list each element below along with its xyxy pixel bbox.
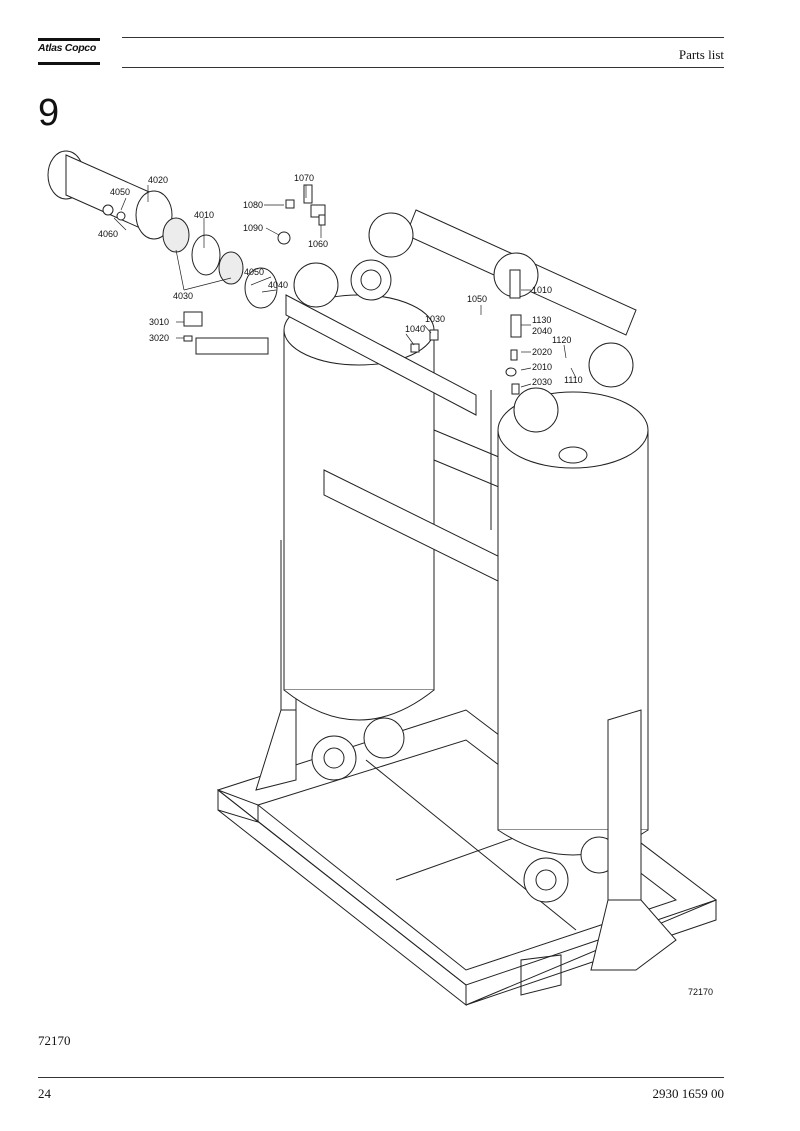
- section-number: 9: [38, 92, 60, 134]
- callout: 4040: [268, 280, 288, 290]
- header-rule-bottom: [122, 67, 724, 68]
- callout: 3010: [149, 317, 169, 327]
- callout: 2030: [532, 377, 552, 387]
- callout: 1050: [467, 294, 487, 304]
- top-piping: [285, 209, 637, 433]
- callout: 4030: [173, 291, 193, 301]
- atlas-copco-logo: Atlas Copco: [38, 38, 100, 68]
- logo-wordmark: Atlas Copco: [38, 42, 96, 54]
- callout: 4050: [244, 267, 264, 277]
- callout: 1040: [405, 324, 425, 334]
- exploded-parts-drawing: 4020 4050 4060 4010 4030 1070 1080 1090 …: [47, 150, 718, 1007]
- page-number: 24: [38, 1086, 51, 1101]
- callout: 1060: [308, 239, 328, 249]
- callout: 1090: [243, 223, 263, 233]
- right-tank: [497, 391, 649, 903]
- callout: 1030: [425, 314, 445, 324]
- inlet-flange-assembly: [47, 150, 278, 309]
- drawing-image-id: 72170: [688, 987, 713, 997]
- callout-labels: 4020 4050 4060 4010 4030 1070 1080 1090 …: [98, 173, 713, 997]
- callout: 4010: [194, 210, 214, 220]
- leader-lines: [113, 185, 577, 388]
- figure-caption: 72170: [38, 1033, 71, 1048]
- callout: 4060: [98, 229, 118, 239]
- callout: 4020: [148, 175, 168, 185]
- callout: 1120: [552, 335, 571, 345]
- callout: 1110: [564, 375, 583, 385]
- callout: 3020: [149, 333, 169, 343]
- logo-bottom-bar: [38, 62, 100, 65]
- callout: 2010: [532, 362, 552, 372]
- callout: 1070: [294, 173, 314, 183]
- logo-top-bar: [38, 38, 100, 41]
- header-title: Parts list: [678, 47, 724, 62]
- header-rule-top: [122, 37, 724, 38]
- small-parts: [183, 184, 522, 395]
- callout: 1010: [532, 285, 552, 295]
- document-number: 2930 1659 00: [652, 1086, 725, 1101]
- callout: 4050: [110, 187, 130, 197]
- right-leg: [590, 709, 677, 971]
- footer-rule: [38, 1077, 724, 1078]
- callout: 1080: [243, 200, 263, 210]
- callout: 2020: [532, 347, 552, 357]
- callout: 2040: [532, 326, 552, 336]
- callout: 1130: [532, 315, 551, 325]
